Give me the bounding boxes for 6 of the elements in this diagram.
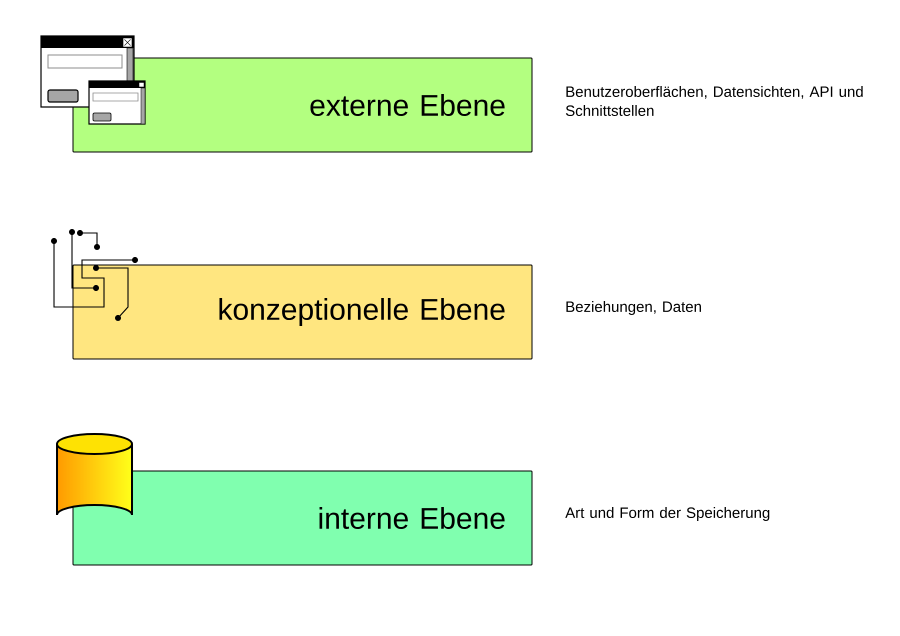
description-text: Art und Form der Speicherung xyxy=(565,507,770,521)
layer-box: externe Ebene xyxy=(72,58,532,152)
description-text: Benutzeroberflächen, Datensichten, API und Schnittstellen xyxy=(566,86,863,116)
description-text: Beziehungen, Daten xyxy=(566,301,701,315)
layer-box: interne Ebene xyxy=(72,470,532,566)
layer-box: konzeptionelle Ebene xyxy=(72,264,532,360)
